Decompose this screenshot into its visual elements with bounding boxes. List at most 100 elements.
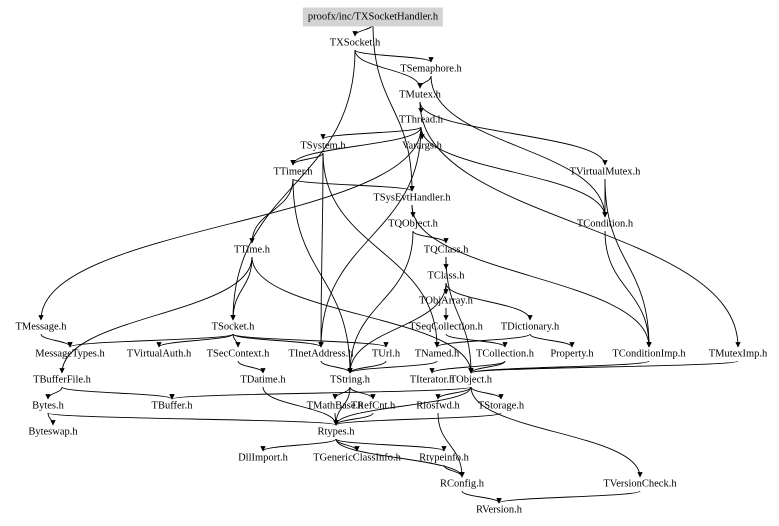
dependency-edge (169, 386, 472, 400)
graph-node[interactable]: TCollection.h (475, 348, 535, 360)
dependency-edge (354, 49, 423, 89)
graph-node[interactable]: TSystem.h (300, 140, 346, 152)
graph-node[interactable]: TQObject.h (388, 218, 438, 230)
dependency-edge (322, 152, 440, 348)
dependency-edge (67, 333, 234, 348)
dependency-edge (429, 360, 506, 374)
dependency-edge (470, 386, 643, 478)
dependency-edge (320, 126, 422, 140)
dependency-edge (290, 126, 422, 166)
dependency-edge (335, 438, 447, 452)
dependency-edge (347, 360, 438, 374)
graph-node[interactable]: TObjArray.h (419, 295, 473, 307)
graph-node[interactable]: TSysEvtHandler.h (373, 192, 451, 204)
graph-node[interactable]: TConditionImp.h (612, 348, 686, 360)
graph-node[interactable]: TMathBase.h (306, 400, 364, 412)
graph-node[interactable]: TQClass.h (423, 244, 469, 256)
dependency-edge (38, 126, 422, 321)
dependency-edge (529, 333, 575, 348)
dependency-edge (461, 490, 502, 504)
graph-node[interactable]: TSecContext.h (206, 348, 270, 360)
dependency-edge (419, 101, 608, 166)
graph-node[interactable]: TMutex.h (399, 89, 441, 101)
dependency-edge (232, 333, 324, 348)
graph-node[interactable]: TStorage.h (477, 400, 525, 412)
dependency-edge (419, 101, 741, 348)
dependency-edge (468, 360, 739, 374)
graph-node[interactable]: TVersionCheck.h (603, 478, 677, 490)
graph-node[interactable]: Property.h (550, 348, 594, 360)
graph-node[interactable]: TMessage.h (15, 321, 67, 333)
root-node[interactable]: proofx/inc/TXSocketHandler.h (302, 7, 444, 27)
dependency-edge (435, 386, 472, 400)
dependency-edge (372, 23, 415, 192)
dependency-edge (445, 256, 474, 374)
graph-node[interactable]: TBuffer.h (151, 400, 193, 412)
graph-node[interactable]: Varargs.h (402, 140, 442, 152)
dependency-edge (230, 256, 253, 321)
graph-node[interactable]: MessageTypes.h (35, 348, 105, 360)
graph-node[interactable]: TVirtualMutex.h (569, 166, 641, 178)
graph-node[interactable]: Riosfwd.h (416, 400, 460, 412)
dependency-edge (411, 204, 652, 348)
dependency-edge (604, 230, 652, 348)
dependency-edge (292, 178, 353, 374)
dependency-edge (47, 412, 339, 426)
graph-node[interactable]: TSemaphore.h (400, 63, 462, 75)
graph-node[interactable]: TCondition.h (576, 218, 634, 230)
graph-node[interactable]: DllImport.h (238, 452, 288, 464)
dependency-edge (335, 438, 465, 478)
dependency-edge (40, 333, 73, 348)
graph-node[interactable]: TBufferFile.h (33, 374, 91, 386)
dependency-edge (230, 49, 356, 321)
dependency-edge (156, 333, 234, 348)
dependency-edge (470, 386, 504, 400)
graph-node[interactable]: RConfig.h (439, 478, 485, 490)
graph-node[interactable]: TNamed.h (414, 348, 460, 360)
dependency-edge (232, 333, 389, 348)
graph-node[interactable]: TSeqCollection.h (409, 321, 483, 333)
graph-node[interactable]: Rtypeinfo.h (419, 452, 469, 464)
graph-node[interactable]: TThread.h (398, 114, 444, 126)
graph-node[interactable]: Bytes.h (32, 400, 64, 412)
dependency-edge (354, 49, 434, 63)
dependency-edge (437, 412, 465, 478)
dependency-edge (434, 333, 531, 348)
graph-node[interactable]: RVersion.h (475, 504, 523, 516)
graph-node[interactable]: TClass.h (427, 270, 465, 282)
graph-node[interactable]: TIterator.h (409, 374, 455, 386)
graph-node[interactable]: TSocket.h (211, 321, 255, 333)
graph-node[interactable]: TInetAddress.h (288, 348, 354, 360)
dependency-edge (251, 256, 474, 374)
graph-node[interactable]: TDatime.h (240, 374, 286, 386)
graph-node[interactable]: TMutexImp.h (708, 348, 768, 360)
graph-node[interactable]: TTimer.h (273, 166, 313, 178)
dependency-edge (349, 386, 376, 400)
dependency-edge (347, 230, 414, 374)
dependency-edge (260, 438, 337, 452)
dependency-edge (417, 75, 432, 89)
graph-node[interactable]: Byteswap.h (28, 426, 78, 438)
graph-node[interactable]: Rtypes.h (317, 426, 355, 438)
dependency-edge (333, 386, 472, 426)
dependency-edge (237, 360, 266, 374)
graph-node[interactable]: TVirtualAuth.h (126, 348, 192, 360)
dependency-edge (445, 333, 508, 348)
dependency-edge (333, 412, 502, 426)
dependency-edge (45, 386, 63, 400)
dependency-edge (249, 178, 294, 244)
dependency-edge (420, 126, 608, 218)
graph-node[interactable]: TTime.h (233, 244, 271, 256)
graph-node[interactable]: TXSocket.h (329, 37, 381, 49)
graph-node[interactable]: TUrl.h (371, 348, 401, 360)
graph-node[interactable]: TString.h (330, 374, 370, 386)
dependency-edge (232, 333, 241, 348)
graph-node[interactable]: TDictionary.h (500, 321, 560, 333)
dependency-edge (496, 490, 641, 504)
graph-node[interactable]: TObject.h (449, 374, 493, 386)
graph-node[interactable]: TGenericClassInfo.h (313, 452, 401, 464)
dependency-edge (61, 386, 175, 400)
graph-node[interactable]: TRefCnt.h (350, 400, 396, 412)
